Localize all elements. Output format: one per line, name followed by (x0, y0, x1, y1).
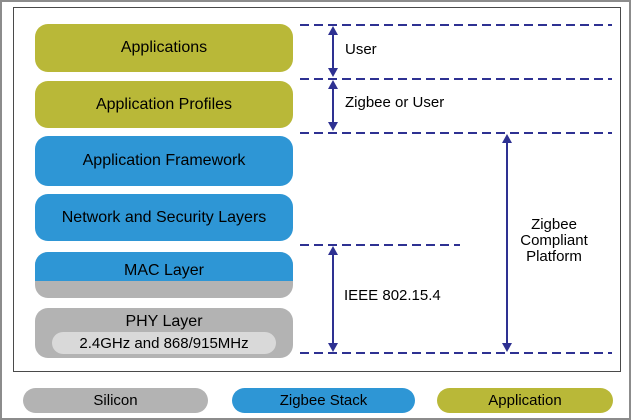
dashed-line-top (300, 24, 612, 26)
arrow-down-icon (502, 343, 512, 352)
arrow-down-icon (328, 122, 338, 131)
arrow-down-icon (328, 68, 338, 77)
layer-label-applications: Applications (120, 39, 208, 56)
dashed-line-user-zigbee (300, 78, 612, 80)
ieee-range-arrow (327, 246, 339, 352)
layer-box-mac: MAC Layer (35, 252, 293, 298)
arrow-shaft (332, 255, 334, 343)
zigbee-or-user-range-arrow (327, 80, 339, 131)
arrow-shaft (332, 35, 334, 68)
layer-box-applications: Applications (35, 24, 293, 72)
legend-application: Application (437, 388, 613, 413)
arrow-up-icon (328, 80, 338, 89)
dashed-line-profiles-framework (300, 132, 612, 134)
user-range-arrow (327, 26, 339, 77)
arrow-up-icon (328, 246, 338, 255)
annotation-user: User (345, 41, 377, 58)
annotation-zigbee-or-user: Zigbee or User (345, 94, 445, 111)
arrow-down-icon (328, 343, 338, 352)
arrow-up-icon (502, 134, 512, 143)
layer-box-network-security: Network and Security Layers (35, 194, 293, 241)
arrow-up-icon (328, 26, 338, 35)
legend-silicon-label: Silicon (93, 392, 138, 409)
dashed-line-mac-top (300, 244, 460, 246)
layer-label-phy: PHY Layer (125, 313, 203, 330)
layer-label-application-profiles: Application Profiles (95, 95, 233, 113)
phy-frequency-label: 2.4GHz and 868/915MHz (79, 334, 249, 352)
legend-zigbee-stack: Zigbee Stack (232, 388, 415, 413)
zigbee-platform-range-arrow (501, 134, 513, 352)
legend-zigbee-stack-label: Zigbee Stack (279, 392, 368, 409)
arrow-shaft (332, 89, 334, 122)
layer-label-mac: MAC Layer (123, 262, 205, 279)
layer-box-phy: PHY Layer 2.4GHz and 868/915MHz (35, 308, 293, 358)
annotation-zigbee-compliant-platform: Zigbee Compliant Platform (520, 216, 588, 265)
dashed-line-bottom (300, 352, 612, 354)
layer-box-application-profiles: Application Profiles (35, 81, 293, 128)
mac-layer-blue-band (35, 252, 293, 281)
layer-label-network-security: Network and Security Layers (61, 208, 267, 226)
arrow-shaft (506, 143, 508, 343)
legend-silicon: Silicon (23, 388, 208, 413)
legend-application-label: Application (488, 392, 562, 409)
phy-frequency-pill: 2.4GHz and 868/915MHz (52, 332, 276, 354)
annotation-ieee-802-15-4: IEEE 802.15.4 (344, 287, 441, 304)
layer-box-application-framework: Application Framework (35, 136, 293, 186)
layer-label-application-framework: Application Framework (82, 152, 246, 169)
